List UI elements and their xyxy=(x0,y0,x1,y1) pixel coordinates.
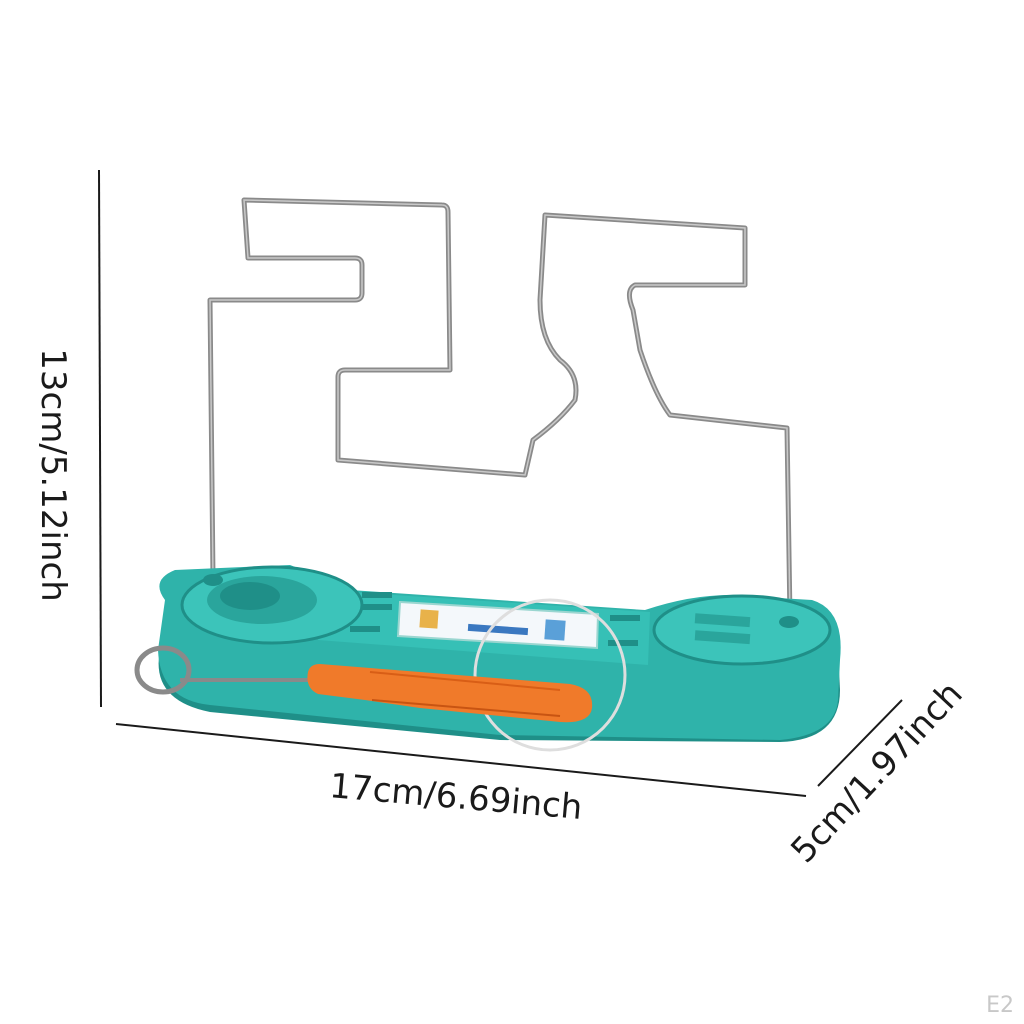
wand-handle xyxy=(307,664,593,723)
height-label: 13cm/5.12inch xyxy=(33,348,73,601)
wire-cord xyxy=(473,598,627,752)
width-dimension-line xyxy=(115,723,807,797)
wand-loop xyxy=(134,645,192,695)
right-pad xyxy=(652,594,832,666)
maze-wire-left xyxy=(207,197,793,621)
width-label: 17cm/6.69inch xyxy=(328,766,584,828)
maze-wire-left-inner xyxy=(209,199,791,619)
sticker-window xyxy=(396,600,600,650)
corner-mark: E2 xyxy=(986,993,1014,1018)
wand xyxy=(134,645,593,723)
depth-dimension-line xyxy=(817,699,903,787)
height-dimension-line xyxy=(98,169,102,708)
